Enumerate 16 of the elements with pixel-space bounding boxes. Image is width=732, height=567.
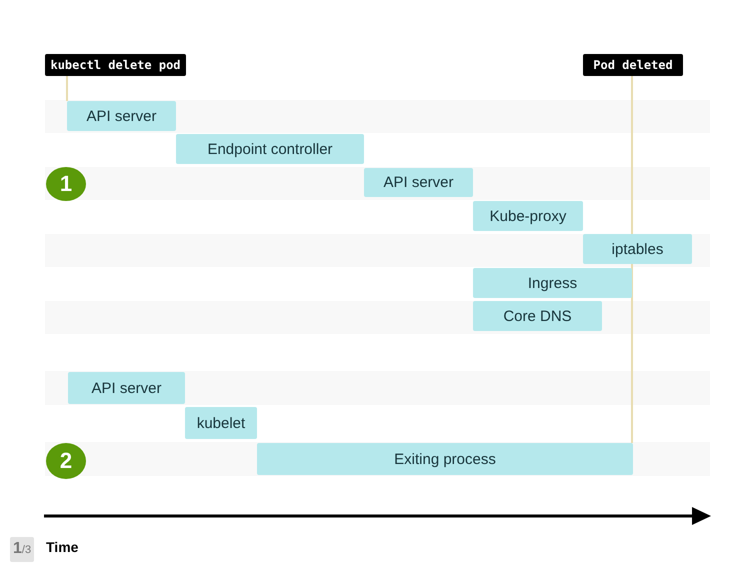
leader-line: [66, 76, 68, 101]
event-tag: Pod deleted: [583, 54, 683, 76]
leader-line: [631, 76, 633, 443]
timeline-bar: API server: [364, 168, 473, 197]
timeline-bar: Endpoint controller: [176, 134, 364, 164]
timeline-bar: Exiting process: [257, 443, 633, 475]
timeline-bar: Core DNS: [473, 301, 602, 331]
timeline-bar: kubelet: [185, 407, 257, 439]
timeline-bar: API server: [68, 372, 185, 404]
axis-label: Time: [46, 539, 78, 555]
timeline-bar: Kube-proxy: [473, 201, 583, 231]
timeline-bar: Ingress: [473, 268, 632, 298]
timeline-bar: iptables: [583, 234, 692, 264]
page-indicator: 1/3: [10, 537, 34, 562]
timeline-bar: API server: [67, 101, 176, 131]
event-tag: kubectl delete pod: [45, 54, 186, 76]
